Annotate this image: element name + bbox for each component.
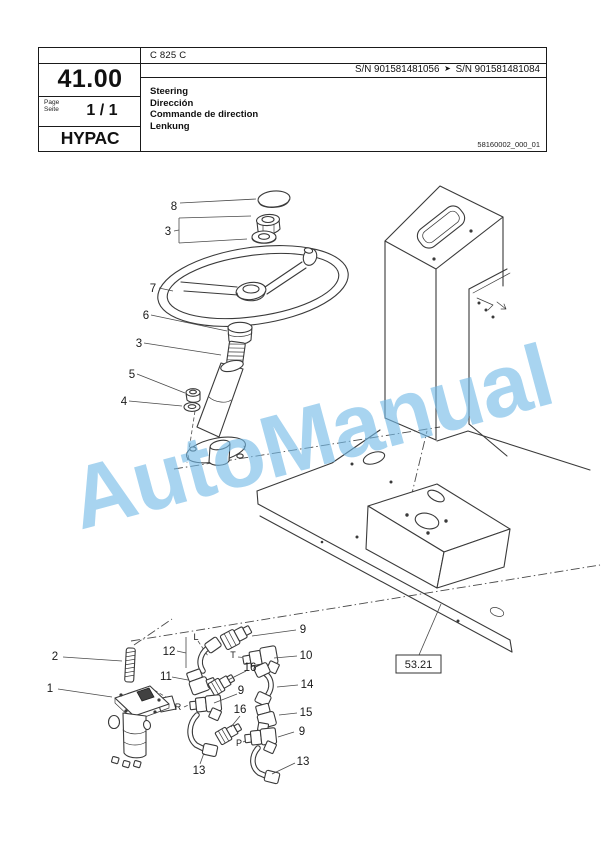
port-P: P bbox=[236, 738, 242, 748]
table-line bbox=[39, 126, 141, 128]
callout-7: 7 bbox=[150, 283, 156, 295]
page-words: Page Seite bbox=[44, 99, 59, 113]
washer bbox=[251, 230, 277, 244]
table-line bbox=[140, 77, 546, 79]
callout-5: 5 bbox=[129, 369, 135, 381]
callout-9b: 9 bbox=[238, 685, 244, 697]
fitting-15 bbox=[255, 702, 277, 733]
page-word-en: Page bbox=[44, 99, 60, 106]
callout-13a: 13 bbox=[193, 765, 206, 777]
callout-15: 15 bbox=[300, 707, 313, 719]
callout-12: 12 bbox=[163, 646, 176, 658]
callout-10: 10 bbox=[300, 650, 313, 662]
callout-9c: 9 bbox=[299, 726, 305, 738]
cross-reference: 53.21 bbox=[395, 603, 442, 674]
title-fr: Commande de direction bbox=[150, 109, 259, 121]
callout-2: 2 bbox=[52, 651, 58, 663]
table-divider bbox=[140, 48, 142, 151]
steering-wheel bbox=[157, 245, 349, 327]
small-washer bbox=[183, 402, 201, 412]
fitting-16a bbox=[207, 674, 235, 697]
port-markers: L T R P bbox=[175, 632, 242, 748]
serial-range-arrow-icon: ➤ bbox=[444, 64, 451, 73]
floor-plate bbox=[256, 429, 591, 653]
document-number: 58160002_000_01 bbox=[477, 140, 540, 149]
fitting-9c bbox=[244, 727, 278, 755]
callout-1: 1 bbox=[47, 683, 53, 695]
table-line bbox=[39, 63, 141, 65]
pedestal-box bbox=[365, 483, 511, 589]
callout-3b: 3 bbox=[136, 338, 142, 350]
leader-lines bbox=[57, 198, 299, 775]
callout-labels: 8 3 7 6 3 5 4 2 1 12 11 9 10 16 14 9 15 … bbox=[47, 201, 314, 777]
fitting-9a bbox=[219, 625, 253, 651]
callout-9a: 9 bbox=[300, 624, 306, 636]
section-titles: Steering Dirección Commande de direction… bbox=[150, 86, 258, 132]
title-en: Steering bbox=[150, 86, 189, 97]
steering-column bbox=[183, 340, 246, 466]
table-line bbox=[39, 96, 141, 98]
reference-box-label: 53.21 bbox=[405, 659, 433, 671]
callout-11: 11 bbox=[160, 671, 172, 683]
header-table: C 825 C S/N 901581481056 ➤ S/N 901581481… bbox=[38, 47, 547, 152]
threaded-stud bbox=[124, 647, 136, 683]
serial-from: S/N 901581481056 bbox=[354, 64, 440, 75]
small-nut bbox=[185, 388, 201, 403]
title-de: Lenkung bbox=[150, 120, 190, 132]
title-es: Dirección bbox=[150, 97, 194, 109]
port-L: L bbox=[193, 632, 198, 642]
section-number: 41.00 bbox=[57, 65, 123, 93]
page-word-de: Seite bbox=[44, 106, 59, 113]
callout-16a: 16 bbox=[244, 662, 257, 674]
side-panel bbox=[468, 268, 511, 457]
port-R: R bbox=[175, 702, 182, 712]
fitting-11 bbox=[186, 668, 217, 696]
callout-13b: 13 bbox=[297, 756, 310, 768]
brand-logo: HYPAC bbox=[60, 128, 120, 148]
console-tower bbox=[384, 185, 504, 441]
hose-fittings bbox=[186, 625, 281, 785]
fitting-10 bbox=[242, 645, 280, 675]
construction-lines bbox=[130, 410, 601, 743]
callout-8: 8 bbox=[171, 201, 177, 213]
table-line bbox=[140, 63, 546, 65]
fitting-16b bbox=[214, 723, 242, 746]
steering-unit bbox=[107, 685, 177, 769]
fitting-9b bbox=[189, 694, 223, 722]
serial-range: S/N 901581481056 ➤ S/N 901581481084 bbox=[355, 64, 540, 75]
callout-4: 4 bbox=[121, 396, 128, 408]
port-T: T bbox=[230, 650, 236, 660]
model-code: C 825 C bbox=[150, 50, 187, 61]
serial-to: S/N 901581481084 bbox=[455, 64, 540, 75]
callout-3a: 3 bbox=[165, 226, 171, 238]
page-count: 1 / 1 bbox=[86, 102, 118, 119]
cap bbox=[257, 190, 291, 208]
callout-14: 14 bbox=[301, 679, 314, 691]
callout-6: 6 bbox=[143, 310, 149, 322]
callout-16b: 16 bbox=[234, 704, 247, 716]
steering-wheel-assembly bbox=[157, 190, 349, 345]
column-flange bbox=[186, 436, 246, 466]
